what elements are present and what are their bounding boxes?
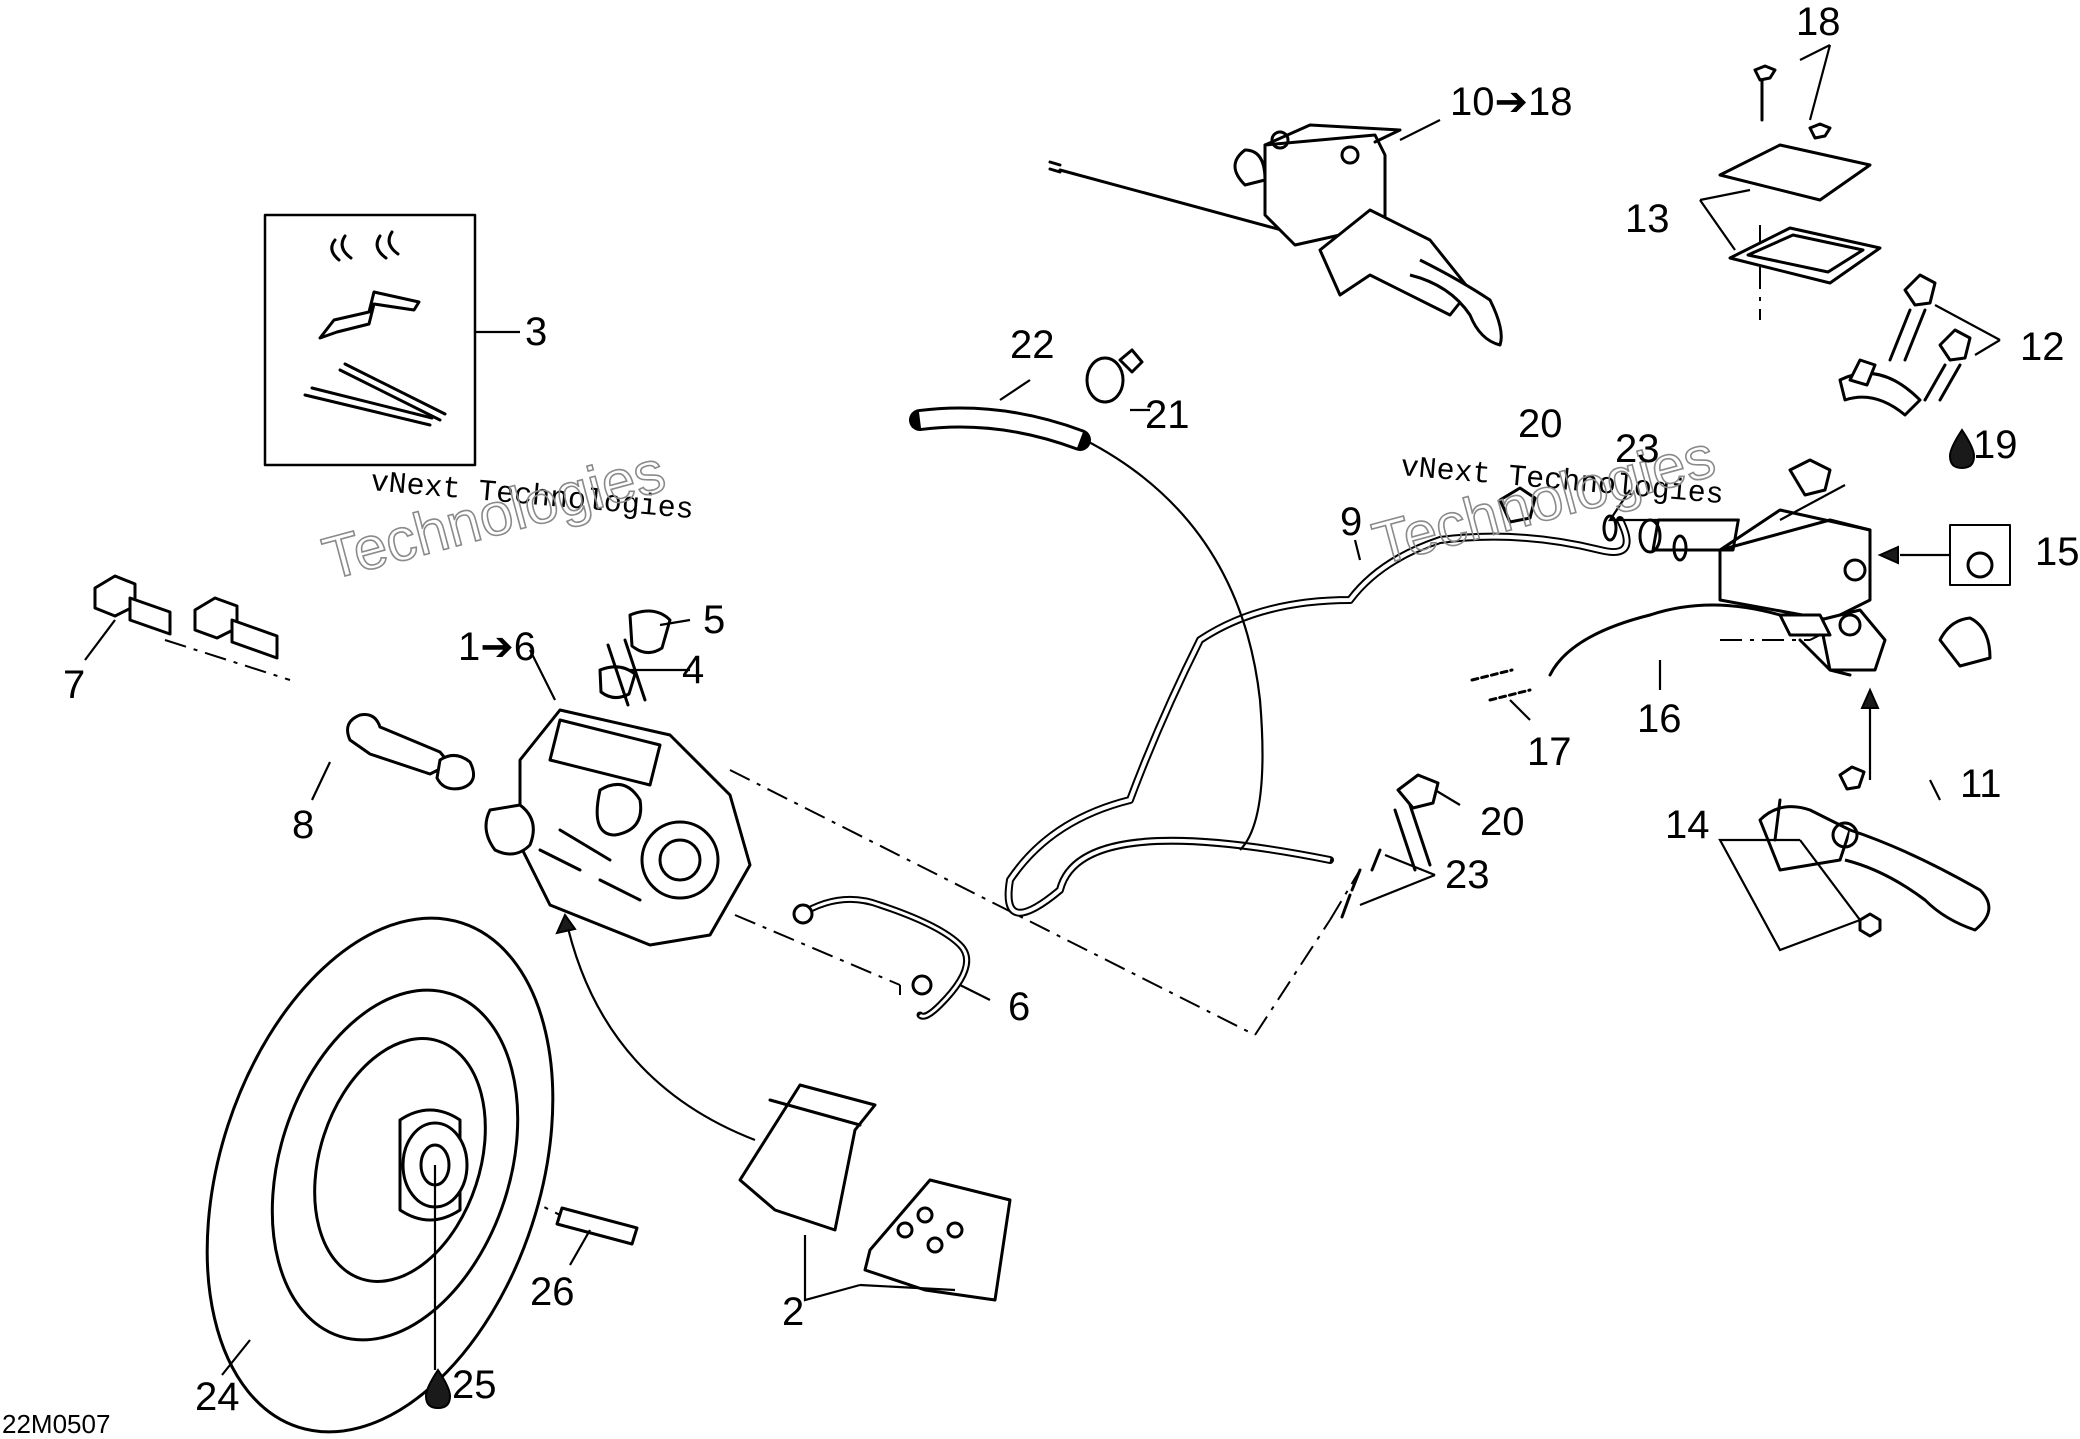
brake-disc	[205, 916, 555, 1434]
callout-9: 9	[1340, 500, 1362, 544]
woodruff-key	[555, 1206, 639, 1266]
callout-13: 13	[1625, 197, 1670, 241]
callout-20-upper: 20	[1518, 402, 1563, 446]
protective-sleeve	[909, 379, 1264, 851]
brake-pads	[738, 1083, 1012, 1302]
callout-12: 12	[2020, 325, 2065, 369]
dust-cap	[1877, 524, 2011, 668]
callout-2: 2	[782, 1290, 804, 1334]
master-cylinder-assembly-top	[1048, 119, 1503, 347]
brake-switch	[1470, 603, 1832, 721]
callout-17: 17	[1527, 730, 1572, 774]
callout-15: 15	[2035, 530, 2080, 574]
callout-5: 5	[703, 598, 725, 642]
master-cylinder-right	[1651, 458, 1887, 677]
callout-3: 3	[525, 310, 547, 354]
callout-14: 14	[1665, 803, 1710, 847]
callout-8: 8	[292, 803, 314, 847]
pad-insertion-arrow	[555, 912, 756, 1142]
callout-1-6: 1➔6	[458, 625, 536, 669]
caliper-assembly	[484, 649, 752, 947]
cap-screws	[1753, 44, 1832, 140]
fluid-drop-icon	[1948, 428, 1976, 470]
pin-kit-box	[263, 213, 520, 467]
bracket-8	[311, 713, 476, 801]
grease-drop-icon	[424, 1368, 452, 1410]
callout-21: 21	[1145, 393, 1190, 437]
pivot-bolt	[1718, 838, 1882, 952]
figure-code: 22M0507	[2, 1409, 110, 1439]
callout-11: 11	[1960, 762, 2002, 806]
callout-19: 19	[1973, 423, 2018, 467]
callout-18: 18	[1796, 0, 1841, 44]
handlebar-clamp	[1838, 273, 2001, 417]
callout-labels: 1➔6 2 3 4 5 6 7 8 9 10➔18 11 12 13 14 15…	[63, 0, 2080, 1419]
hose-clamp	[1085, 348, 1150, 412]
brake-lever	[1758, 687, 1991, 932]
callout-4: 4	[682, 648, 704, 692]
reservoir-cap	[1699, 143, 1882, 285]
callout-24: 24	[195, 1375, 240, 1419]
callout-7: 7	[63, 663, 85, 707]
callout-16: 16	[1637, 697, 1682, 741]
callout-23-lower: 23	[1445, 853, 1490, 897]
callout-25: 25	[452, 1363, 497, 1407]
watermark-left: vNext Technologies Technologies	[315, 436, 695, 593]
callout-26: 26	[530, 1270, 575, 1314]
banjo-bolt	[1340, 486, 1688, 919]
brake-hose-9	[1004, 516, 1631, 917]
callout-20-lower: 20	[1480, 800, 1525, 844]
callout-22: 22	[1010, 323, 1055, 367]
brake-line-6	[792, 895, 991, 1020]
callout-23-upper: 23	[1615, 427, 1660, 471]
bolt-7	[84, 574, 279, 661]
bleeder-screw	[598, 609, 691, 707]
callout-6: 6	[1008, 985, 1030, 1029]
svg-text:Technologies: Technologies	[316, 437, 672, 592]
callout-10-18: 10➔18	[1450, 80, 1573, 124]
